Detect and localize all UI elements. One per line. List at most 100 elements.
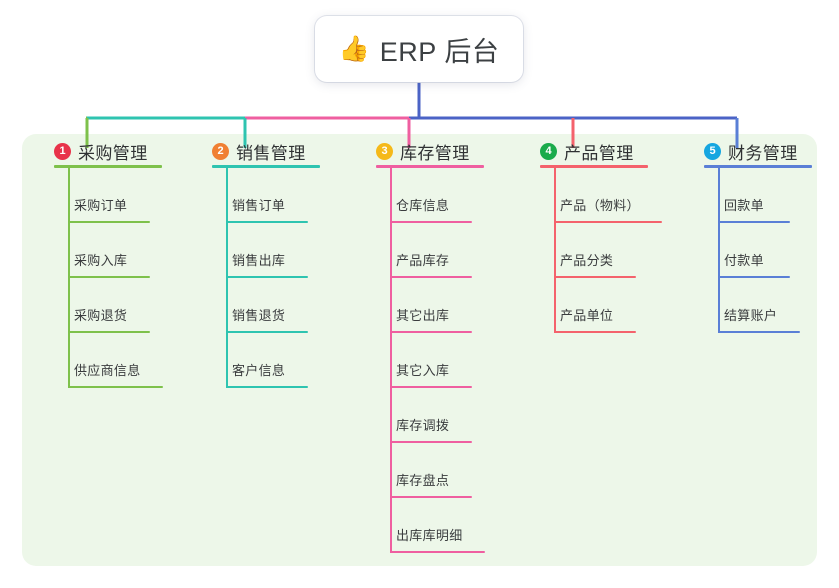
leaf-label: 产品单位 xyxy=(560,308,614,323)
leaf-label: 出库库明细 xyxy=(396,528,463,543)
branch-underline-purchasing xyxy=(54,165,162,168)
branch-title-inventory: 库存管理 xyxy=(400,143,470,163)
leaf-node[interactable]: 销售退货 xyxy=(196,278,308,333)
branch-topic-sales[interactable]: 2 销售管理 xyxy=(196,134,320,168)
branch-badge-3: 3 xyxy=(376,142,393,160)
leaf-underline xyxy=(554,221,662,223)
leaf-underline xyxy=(390,496,472,498)
branch-badge-2: 2 xyxy=(212,142,229,160)
branch-children-sales: 销售订单销售出库销售退货客户信息 xyxy=(196,168,308,388)
root-node[interactable]: 👍 ERP 后台 xyxy=(315,16,523,82)
branch-badge-5: 5 xyxy=(704,142,721,160)
branch-spine-purchasing xyxy=(68,168,70,388)
branch-sales[interactable]: 2 销售管理销售订单销售出库销售退货客户信息 xyxy=(196,134,320,388)
leaf-label: 产品（物料） xyxy=(560,198,640,213)
branch-badge-4: 4 xyxy=(540,142,557,160)
branch-title-sales: 销售管理 xyxy=(236,143,306,163)
leaf-label: 采购退货 xyxy=(74,308,128,323)
leaf-label: 销售订单 xyxy=(232,198,286,213)
leaf-underline xyxy=(68,221,150,223)
leaf-label: 库存盘点 xyxy=(396,473,450,488)
leaf-label: 其它出库 xyxy=(396,308,450,323)
branch-purchasing[interactable]: 1 采购管理采购订单采购入库采购退货供应商信息 xyxy=(38,134,163,388)
branch-underline-product xyxy=(540,165,648,168)
branch-title-product: 产品管理 xyxy=(564,143,634,163)
leaf-label: 销售退货 xyxy=(232,308,286,323)
leaf-underline xyxy=(390,331,472,333)
branch-title-purchasing: 采购管理 xyxy=(78,143,148,163)
branch-topic-inventory[interactable]: 3 库存管理 xyxy=(360,134,484,168)
leaf-node[interactable]: 产品（物料） xyxy=(524,168,662,223)
leaf-underline xyxy=(226,221,308,223)
leaf-node[interactable]: 销售出库 xyxy=(196,223,308,278)
leaf-node[interactable]: 客户信息 xyxy=(196,333,308,388)
branch-product[interactable]: 4 产品管理产品（物料） 产品分类产品单位 xyxy=(524,134,662,333)
branch-underline-inventory xyxy=(376,165,484,168)
leaf-underline xyxy=(390,551,485,553)
leaf-label: 产品分类 xyxy=(560,253,614,268)
leaf-underline xyxy=(68,276,150,278)
branch-topic-product[interactable]: 4 产品管理 xyxy=(524,134,648,168)
leaf-label: 采购入库 xyxy=(74,253,128,268)
leaf-label: 产品库存 xyxy=(396,253,450,268)
leaf-node[interactable]: 结算账户 xyxy=(688,278,800,333)
leaf-label: 回款单 xyxy=(724,198,764,213)
leaf-node[interactable]: 仓库信息 xyxy=(360,168,472,223)
leaf-node[interactable]: 采购订单 xyxy=(38,168,150,223)
branch-spine-product xyxy=(554,168,556,333)
branch-children-inventory: 仓库信息产品库存其它出库其它入库库存调拨库存盘点出库库明细 xyxy=(360,168,485,553)
branch-topic-finance[interactable]: 5 财务管理 xyxy=(688,134,812,168)
leaf-underline xyxy=(226,331,308,333)
leaf-node[interactable]: 库存调拨 xyxy=(360,388,472,443)
leaf-label: 仓库信息 xyxy=(396,198,450,213)
leaf-node[interactable]: 其它入库 xyxy=(360,333,472,388)
leaf-underline xyxy=(390,386,472,388)
leaf-label: 销售出库 xyxy=(232,253,286,268)
leaf-underline xyxy=(718,276,790,278)
leaf-node[interactable]: 库存盘点 xyxy=(360,443,472,498)
leaf-underline xyxy=(390,221,472,223)
branch-underline-sales xyxy=(212,165,320,168)
branch-underline-finance xyxy=(704,165,812,168)
branch-spine-inventory xyxy=(390,168,392,553)
leaf-underline xyxy=(554,331,636,333)
branch-spine-sales xyxy=(226,168,228,388)
leaf-label: 其它入库 xyxy=(396,363,450,378)
leaf-label: 供应商信息 xyxy=(74,363,141,378)
leaf-label: 结算账户 xyxy=(724,308,778,323)
leaf-node[interactable]: 出库库明细 xyxy=(360,498,485,553)
thumbs-up-icon: 👍 xyxy=(338,34,370,63)
leaf-label: 付款单 xyxy=(724,253,764,268)
branch-children-purchasing: 采购订单采购入库采购退货供应商信息 xyxy=(38,168,163,388)
branch-finance[interactable]: 5 财务管理回款单付款单结算账户 xyxy=(688,134,812,333)
leaf-node[interactable]: 采购入库 xyxy=(38,223,150,278)
leaf-underline xyxy=(390,276,472,278)
leaf-node[interactable]: 供应商信息 xyxy=(38,333,163,388)
leaf-underline xyxy=(718,331,800,333)
branches-panel xyxy=(22,134,817,566)
branch-children-product: 产品（物料） 产品分类产品单位 xyxy=(524,168,662,333)
leaf-node[interactable]: 付款单 xyxy=(688,223,798,278)
leaf-node[interactable]: 产品分类 xyxy=(524,223,636,278)
leaf-node[interactable]: 回款单 xyxy=(688,168,798,223)
leaf-node[interactable]: 采购退货 xyxy=(38,278,150,333)
branch-title-finance: 财务管理 xyxy=(728,143,798,163)
leaf-underline xyxy=(226,386,308,388)
branch-badge-1: 1 xyxy=(54,142,71,160)
leaf-underline xyxy=(390,441,472,443)
root-title: ERP 后台 xyxy=(379,36,500,67)
leaf-underline xyxy=(554,276,636,278)
branch-spine-finance xyxy=(718,168,720,333)
leaf-node[interactable]: 其它出库 xyxy=(360,278,472,333)
branch-inventory[interactable]: 3 库存管理仓库信息产品库存其它出库其它入库库存调拨库存盘点出库库明细 xyxy=(360,134,485,553)
branch-children-finance: 回款单付款单结算账户 xyxy=(688,168,800,333)
leaf-node[interactable]: 产品单位 xyxy=(524,278,636,333)
leaf-node[interactable]: 产品库存 xyxy=(360,223,472,278)
leaf-label: 库存调拨 xyxy=(396,418,450,433)
leaf-underline xyxy=(718,221,790,223)
branch-topic-purchasing[interactable]: 1 采购管理 xyxy=(38,134,162,168)
leaf-node[interactable]: 销售订单 xyxy=(196,168,308,223)
leaf-underline xyxy=(68,331,150,333)
leaf-underline xyxy=(68,386,163,388)
